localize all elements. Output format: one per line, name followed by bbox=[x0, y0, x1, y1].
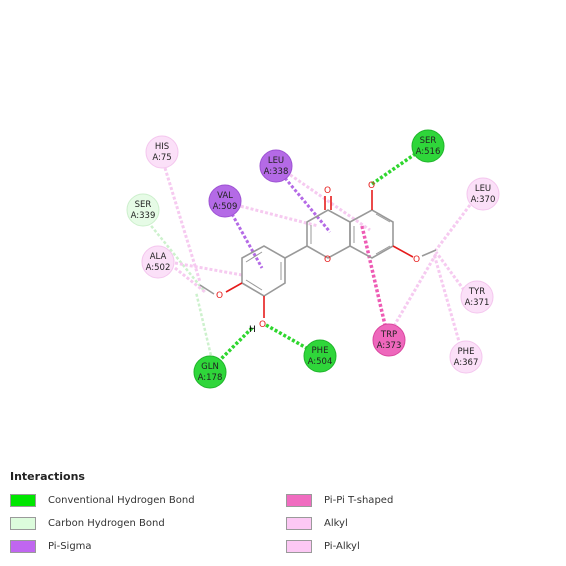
legend-item-carbon-hbond: Carbon Hydrogen Bond bbox=[10, 515, 165, 531]
alkyl-phe367 bbox=[432, 253, 462, 346]
residue-node-trp373: TRP A:373 bbox=[372, 323, 406, 357]
legend-label: Alkyl bbox=[324, 517, 348, 529]
residue-node-ser516: SER A:516 bbox=[411, 129, 445, 163]
alkyl-tyr371 bbox=[434, 251, 466, 291]
legend-swatch bbox=[286, 493, 312, 507]
hbond-ser516 bbox=[371, 150, 419, 186]
legend-item-pi-sigma: Pi-Sigma bbox=[10, 538, 92, 554]
residue-name: ALA bbox=[150, 252, 167, 262]
legend-swatch bbox=[10, 539, 36, 553]
residue-node-ala502: ALA A:502 bbox=[141, 245, 175, 279]
oxygen-methoxy-left: O bbox=[216, 291, 223, 301]
legend-item-alkyl: Alkyl bbox=[286, 515, 348, 531]
legend-label: Pi-Sigma bbox=[48, 540, 92, 552]
legend-label: Pi-Pi T-shaped bbox=[324, 494, 394, 506]
residue-node-leu370: LEU A:370 bbox=[466, 177, 500, 211]
legend-swatch bbox=[286, 516, 312, 530]
residue-node-his75: HIS A:75 bbox=[145, 135, 179, 169]
alkyl-trp373 bbox=[392, 253, 438, 327]
residue-node-val509: VAL A:509 bbox=[208, 184, 242, 218]
residue-name: LEU bbox=[475, 184, 491, 194]
residue-name: TYR bbox=[468, 287, 485, 297]
interactions-legend: Interactions Conventional Hydrogen Bond … bbox=[10, 470, 550, 553]
legend-label: Pi-Alkyl bbox=[324, 540, 360, 552]
residue-position: A:502 bbox=[146, 263, 171, 273]
residue-position: A:371 bbox=[465, 298, 490, 308]
residue-name: TRP bbox=[380, 330, 397, 340]
oxygen-hydroxyl-top: O bbox=[368, 181, 375, 191]
residue-name: LEU bbox=[268, 156, 284, 166]
legend-item-pi-pi-t-shaped: Pi-Pi T-shaped bbox=[286, 492, 393, 508]
residue-node-phe504: PHE A:504 bbox=[303, 339, 337, 373]
legend-title: Interactions bbox=[10, 470, 85, 483]
pisigma-val509 bbox=[230, 213, 264, 269]
alkyl-ala502-a bbox=[174, 261, 243, 277]
oxygen-carbonyl: O bbox=[324, 186, 331, 196]
atom-labels: O O O O O O H bbox=[216, 181, 420, 335]
interaction-lines bbox=[147, 150, 472, 364]
oxygen-ring: O bbox=[324, 255, 331, 265]
legend-item-conventional-hbond: Conventional Hydrogen Bond bbox=[10, 492, 195, 508]
residue-name: PHE bbox=[458, 347, 475, 357]
residue-position: A:373 bbox=[377, 341, 402, 351]
chbond-gln178 bbox=[194, 291, 214, 361]
ligand-structure bbox=[199, 190, 437, 318]
residue-name: PHE bbox=[312, 346, 329, 356]
oxygen-methoxy-right: O bbox=[413, 255, 420, 265]
residue-position: A:504 bbox=[308, 357, 333, 367]
residue-name: HIS bbox=[155, 142, 169, 152]
residue-position: A:516 bbox=[416, 147, 441, 157]
residue-position: A:509 bbox=[213, 202, 238, 212]
legend-label: Conventional Hydrogen Bond bbox=[48, 494, 195, 506]
hbond-gln178 bbox=[216, 326, 254, 364]
residue-node-tyr371: TYR A:371 bbox=[460, 280, 494, 314]
alkyl-val509 bbox=[235, 203, 319, 228]
alkyl-leu338 bbox=[285, 170, 371, 232]
residue-name: GLN bbox=[201, 362, 219, 372]
residue-node-ser339: SER A:339 bbox=[126, 193, 160, 227]
hydrogen-hydroxyl: H bbox=[249, 325, 256, 335]
residue-position: A:75 bbox=[152, 153, 171, 163]
legend-swatch bbox=[286, 539, 312, 553]
alkyl-leu370 bbox=[434, 204, 472, 251]
residue-position: A:339 bbox=[131, 211, 156, 221]
residue-position: A:178 bbox=[198, 373, 223, 383]
alkyl-ala502-b bbox=[174, 266, 206, 294]
residue-node-leu338: LEU A:338 bbox=[259, 149, 293, 183]
legend-swatch bbox=[10, 516, 36, 530]
pipi-trp373 bbox=[360, 225, 387, 326]
residue-position: A:338 bbox=[264, 167, 289, 177]
residue-position: A:367 bbox=[454, 358, 479, 368]
residue-name: VAL bbox=[217, 191, 233, 201]
residue-position: A:370 bbox=[471, 195, 496, 205]
legend-swatch bbox=[10, 493, 36, 507]
hbond-phe504 bbox=[265, 323, 311, 352]
legend-label: Carbon Hydrogen Bond bbox=[48, 517, 165, 529]
legend-item-pi-alkyl: Pi-Alkyl bbox=[286, 538, 360, 554]
residue-name: SER bbox=[135, 200, 152, 210]
oxygen-hydroxyl-bottom: O bbox=[259, 320, 266, 330]
residue-node-phe367: PHE A:367 bbox=[449, 340, 483, 374]
residue-node-gln178: GLN A:178 bbox=[193, 355, 227, 389]
residue-name: SER bbox=[420, 136, 437, 146]
pisigma-leu338 bbox=[283, 177, 332, 233]
chbond-ser339 bbox=[147, 221, 206, 293]
